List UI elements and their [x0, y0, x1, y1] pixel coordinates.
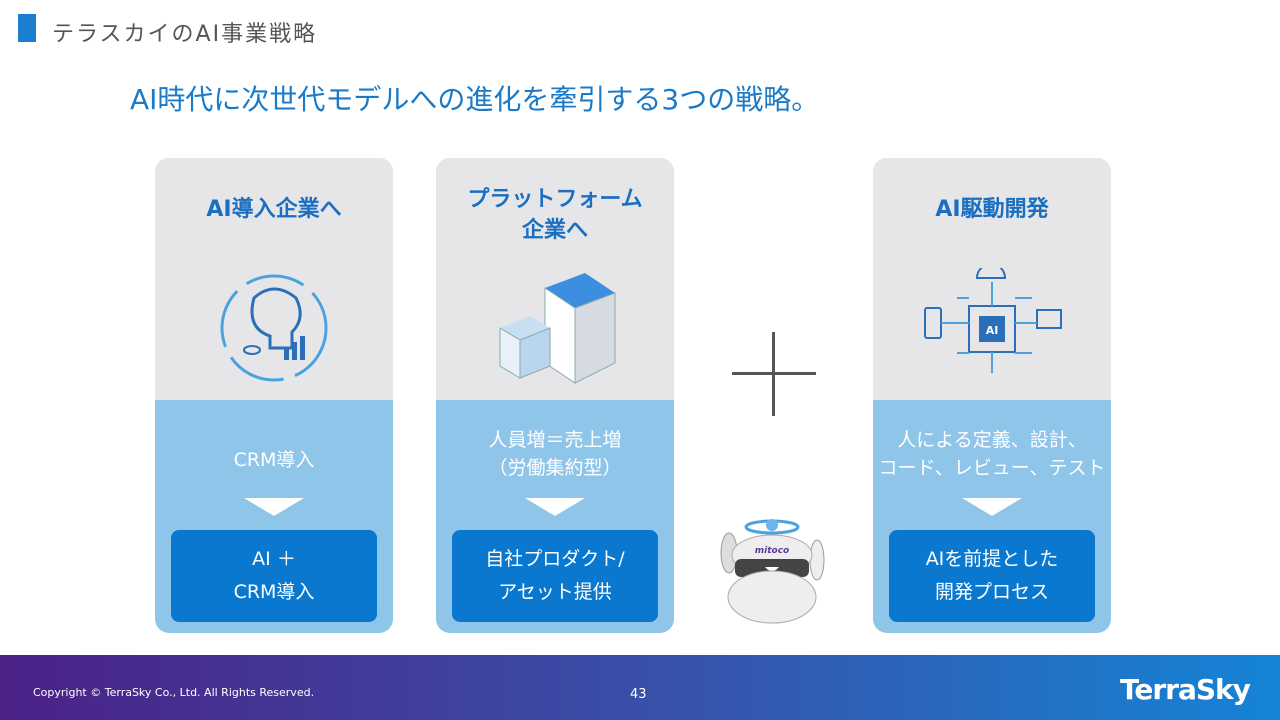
svg-text:mitoco: mitoco — [755, 546, 789, 556]
current-state: 人による定義、設計、コード、レビュー、テスト — [878, 429, 1106, 479]
target-state-box: AI ＋CRM導入 — [171, 530, 377, 622]
arrow-down-icon — [525, 498, 585, 516]
arrow-down-icon — [244, 498, 304, 516]
mitoco-mascot: mitoco — [720, 519, 825, 624]
plus-icon-vertical — [772, 332, 775, 416]
terrasky-logo: TerraSky — [1120, 673, 1251, 706]
page-title: テラスカイのAI事業戦略 — [52, 22, 318, 47]
strategy-card-ai-driven-dev: AI駆動開発 AI 人による定義、設計、コード、レビュー、テスト AIを前提とし… — [873, 158, 1111, 633]
strategy-card-platform: プラットフォーム企業へ 人員増＝売上増（労働集約型） 自社プロダクト/アセット提… — [436, 158, 674, 633]
svg-text:AI: AI — [986, 324, 999, 337]
title-accent-bar — [18, 14, 36, 42]
card-title: AI駆動開発 — [935, 197, 1049, 222]
current-state: CRM導入 — [233, 449, 315, 471]
ai-brain-icon — [220, 274, 328, 382]
copyright: Copyright © TerraSky Co., Ltd. All Right… — [33, 686, 315, 699]
page-number: 43 — [630, 687, 647, 702]
strategy-card-ai-adoption: AI導入企業へ CRM導入 AI ＋CRM導入 — [155, 158, 393, 633]
ai-network-icon: AI — [924, 268, 1062, 373]
footer: Copyright © TerraSky Co., Ltd. All Right… — [0, 655, 1280, 720]
current-state: 人員増＝売上増（労働集約型） — [488, 429, 622, 479]
card-title: プラットフォーム企業へ — [467, 187, 643, 243]
building-icon — [499, 273, 616, 384]
card-title: AI導入企業へ — [206, 197, 342, 222]
target-state-box: AIを前提とした開発プロセス — [889, 530, 1095, 622]
arrow-down-icon — [962, 498, 1022, 516]
target-state-box: 自社プロダクト/アセット提供 — [452, 530, 658, 622]
page-subtitle: AI時代に次世代モデルへの進化を牽引する3つの戦略。 — [130, 83, 820, 116]
